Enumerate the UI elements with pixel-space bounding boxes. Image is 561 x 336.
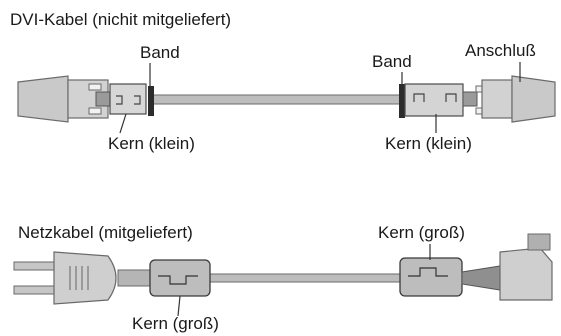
power-appliance-cable (461, 265, 501, 291)
power-plug-pin-top (13, 261, 59, 271)
power-right-core-latch (408, 267, 448, 277)
dvi-left-screw-bottom (88, 107, 102, 115)
dvi-left-strain-relief (95, 91, 111, 107)
dvi-right-band (399, 84, 405, 118)
dvi-cable-drawing (17, 62, 556, 134)
dvi-right-connector-hood (481, 79, 513, 119)
dvi-core-right-label: Kern (klein) (385, 134, 472, 153)
power-left-core (149, 259, 211, 297)
dvi-band-left-label: Band (140, 43, 180, 62)
dvi-left-core-latch (116, 95, 141, 105)
power-cable-title: Netzkabel (mitgeliefert) (18, 223, 193, 242)
power-right-core (399, 257, 463, 297)
dvi-right-core (404, 83, 464, 117)
power-plug-pin-bottom (13, 285, 59, 295)
dvi-band-right-label: Band (372, 52, 412, 71)
dvi-connector-label: Anschluß (465, 41, 536, 60)
power-plug-body (53, 251, 117, 305)
power-cable (189, 273, 411, 283)
power-appliance-connector (499, 247, 553, 301)
power-appliance-connector-head (527, 233, 551, 251)
power-plug-grip (69, 266, 89, 290)
dvi-cable-title: DVI-Kabel (nichit mitgeliefert) (10, 10, 232, 29)
dvi-left-screw-top (88, 83, 102, 91)
dvi-core-left-label: Kern (klein) (108, 134, 195, 153)
power-left-core-pointer (177, 295, 181, 317)
dvi-left-band (148, 86, 154, 116)
dvi-right-connector (511, 75, 556, 123)
dvi-left-core-pointer (119, 113, 127, 134)
dvi-right-strain-relief (462, 91, 478, 107)
power-cable-drawing (13, 233, 553, 317)
dvi-right-core-latch (413, 93, 457, 102)
power-core-right-label: Kern (groß) (378, 223, 465, 242)
dvi-left-connector (17, 75, 69, 123)
power-left-core-latch (158, 275, 198, 285)
dvi-cable (149, 94, 401, 105)
power-plug-neck (117, 269, 155, 287)
power-core-left-label: Kern (groß) (132, 314, 219, 333)
